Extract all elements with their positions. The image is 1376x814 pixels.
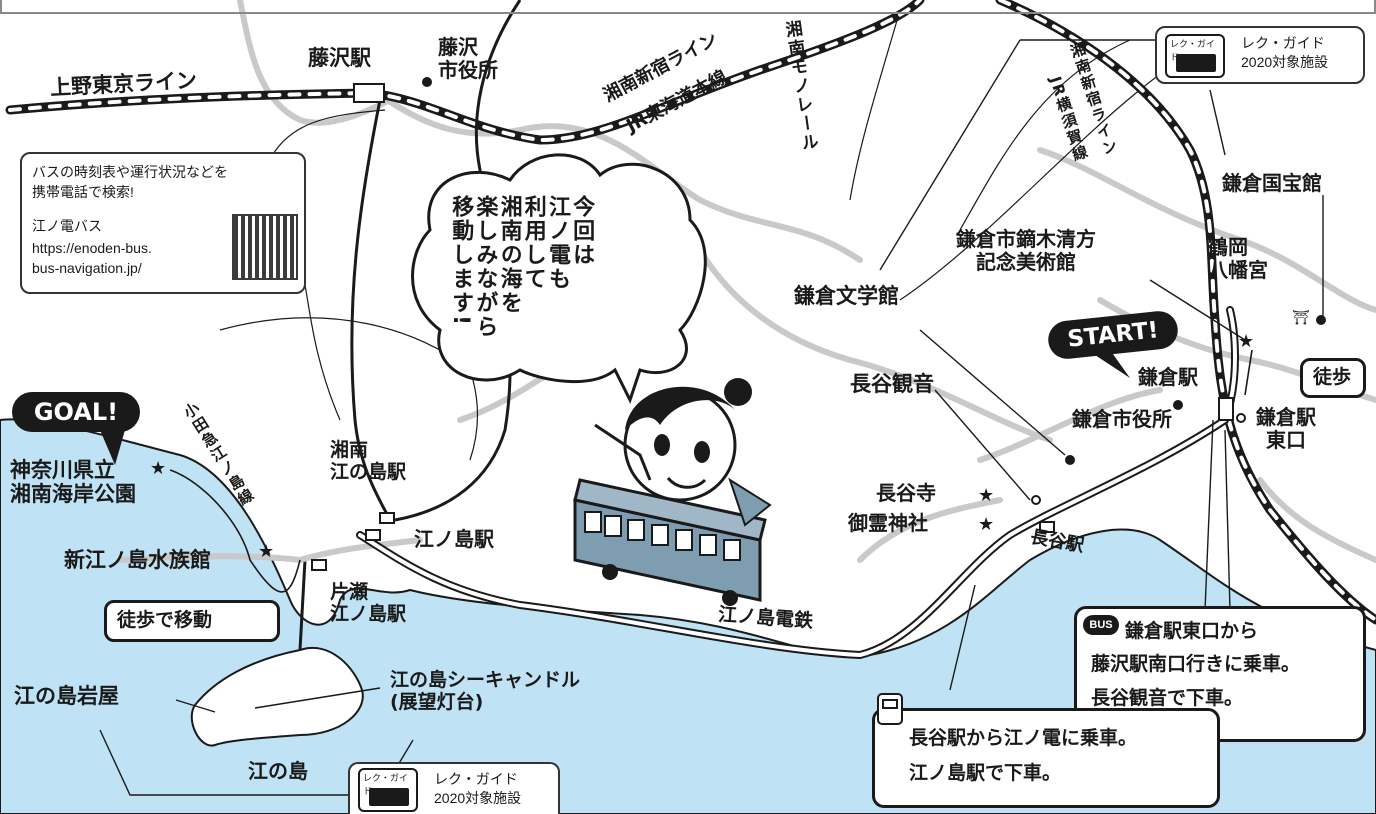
odakyu-line	[350, 99, 392, 521]
place-shonan-enoshima-station: 湘南 江の島駅	[330, 439, 407, 483]
svg-text:★: ★	[978, 485, 994, 506]
place-fujisawa-city-hall: 藤沢 市役所	[438, 35, 498, 82]
enoshima-bridge	[298, 559, 307, 651]
place-kokuhokan: 鎌倉国宝館	[1222, 171, 1322, 195]
roads	[117, 0, 1376, 564]
place-hasedera: 長谷寺	[876, 481, 936, 505]
guide-book-icon: レク・ガイド	[1165, 34, 1225, 78]
walk-route-enoshima	[169, 469, 301, 593]
enoshima-island	[190, 647, 364, 747]
torii-mark: ⛩	[1292, 310, 1310, 326]
bus-badge-icon: BUS	[1083, 615, 1119, 635]
speech-cloud	[411, 153, 707, 404]
guide-box-bottom: レク・ガイド レク・ガイド 2020対象施設	[348, 762, 560, 814]
place-goryo-shrine: 御霊神社	[848, 511, 928, 535]
place-kamakura-city-hall: 鎌倉市役所	[1072, 407, 1172, 431]
bus-info-url[interactable]: https://enoden-bus. bus-navigation.jp/	[32, 240, 152, 277]
place-kamakura-station: 鎌倉駅	[1138, 365, 1198, 389]
bus-note-text: 鎌倉駅東口から 藤沢駅南口行きに乗車。 長谷観音で下車。	[1091, 620, 1301, 709]
top-frame	[0, 0, 1376, 14]
goal-tail	[100, 430, 125, 465]
goal-bubble: GOAL!	[12, 392, 140, 432]
bus-info-box: バスの時刻表や運行状況などを 携帯電話で検索! 江ノ電バス https://en…	[20, 152, 306, 294]
bus-note-box: BUS 鎌倉駅東口から 藤沢駅南口行きに乗車。 長谷観音で下車。	[1074, 606, 1366, 742]
place-enoshima: 江の島	[248, 759, 308, 783]
place-kanagawa-park: 神奈川県立 湘南海岸公園	[10, 458, 136, 507]
tram-icon	[877, 693, 903, 725]
svg-text:★: ★	[978, 514, 994, 535]
start-tail	[1095, 350, 1130, 378]
guide-label-top: レク・ガイド 2020対象施設	[1241, 35, 1329, 70]
place-hase-kannon: 長谷観音	[850, 372, 934, 396]
pointer-lines	[99, 39, 1324, 796]
station-markers	[311, 83, 1234, 571]
svg-text:★: ★	[1238, 331, 1254, 352]
place-enoshima-station: 江ノ島駅	[414, 527, 494, 551]
qr-code-icon[interactable]	[232, 214, 298, 280]
train-note-text: 長谷駅から江ノ電に乗車。 江ノ島駅で下車。	[909, 727, 1138, 785]
speech-text: 今回は 江ノ電も 利用して 湘南の海を 楽しみながら 移動します!	[448, 195, 595, 339]
stars: ★ ★ ★ ★ ★	[150, 331, 1254, 562]
place-iwaya: 江の島岩屋	[14, 684, 119, 708]
guide-book-icon-bottom: レク・ガイド	[358, 768, 418, 812]
place-kaburaki-museum: 鎌倉市鏑木清方 記念美術館	[956, 227, 1096, 274]
enoden-line	[356, 306, 1239, 660]
svg-text:★: ★	[258, 541, 274, 562]
walk-label: 徒歩	[1313, 366, 1352, 388]
open-markers	[1031, 413, 1246, 505]
place-kamakura-east-exit: 鎌倉駅 東口	[1256, 405, 1316, 452]
tram-illustration	[573, 478, 767, 606]
bus-info-name: 江ノ電バス	[32, 218, 102, 234]
character-illustration	[594, 378, 772, 527]
place-katase-enoshima-station: 片瀬 江ノ島駅	[330, 581, 407, 625]
svg-text:★: ★	[150, 458, 166, 479]
guide-label-bottom: レク・ガイド 2020対象施設	[434, 771, 522, 806]
walk-move-label: 徒歩で移動	[117, 609, 213, 631]
walk-route-kamakura	[1244, 349, 1253, 396]
bus-info-title: バスの時刻表や運行状況などを 携帯電話で検索!	[32, 164, 228, 201]
train-note-box: 長谷駅から江ノ電に乗車。 江ノ島駅で下車。	[872, 693, 1220, 808]
place-fujisawa-station: 藤沢駅	[308, 46, 371, 70]
place-sea-candle: 江の島シーキャンドル (展望灯台)	[390, 669, 581, 713]
jr-lines	[5, 0, 1376, 625]
walk-move-label-box: 徒歩で移動	[104, 600, 280, 642]
place-tsurugaoka: 鶴岡 八幡宮	[1208, 235, 1268, 282]
guide-badge-text-bottom: レク・ガイド	[363, 773, 408, 796]
place-aquarium: 新江ノ島水族館	[64, 548, 211, 572]
guide-badge-text: レク・ガイド	[1170, 39, 1215, 62]
guide-box-top: レク・ガイド レク・ガイド 2020対象施設	[1155, 26, 1365, 84]
markers	[422, 77, 1326, 465]
place-kamakura-literature: 鎌倉文学館	[794, 284, 899, 308]
walk-label-box: 徒歩	[1300, 358, 1366, 398]
